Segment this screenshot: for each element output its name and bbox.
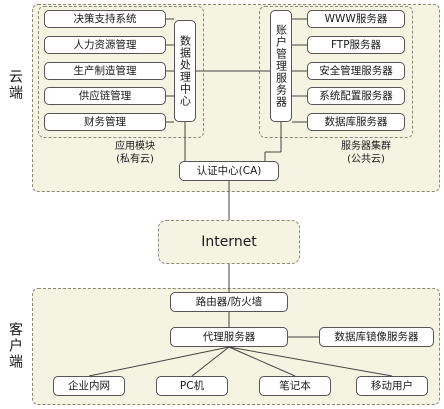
- server-database: 数据库服务器: [307, 113, 405, 131]
- endpoint-pc: PC机: [156, 376, 228, 396]
- app-module-supply-chain: 供应链管理: [44, 87, 166, 105]
- link-proxy-laptop: [228, 346, 296, 377]
- server-caption-line2: (公共云): [347, 154, 385, 165]
- server-system-config: 系统配置服务器: [307, 87, 405, 105]
- server-security: 安全管理服务器: [307, 62, 405, 80]
- link-proxy-intranet: [88, 346, 230, 377]
- app-module-manufacturing: 生产制造管理: [44, 62, 166, 80]
- endpoint-laptop: 笔记本: [259, 376, 331, 396]
- app-module-caption: 应用模块 (私有云): [90, 140, 180, 166]
- router-firewall: 路由器/防火墙: [170, 292, 288, 312]
- database-mirror-server: 数据库镜像服务器: [319, 327, 434, 347]
- server-cluster-caption: 服务器集群 (公共云): [318, 140, 414, 166]
- app-module-finance: 财务管理: [44, 113, 166, 131]
- account-management-server: 账户管理服务器: [270, 10, 292, 122]
- data-processing-center: 数据处理中心: [174, 20, 196, 122]
- client-label: 客户端: [7, 322, 23, 370]
- endpoint-intranet: 企业内网: [53, 376, 125, 396]
- app-module-hr: 人力资源管理: [44, 36, 166, 54]
- proxy-server: 代理服务器: [170, 327, 288, 347]
- server-ftp: FTP服务器: [307, 36, 405, 54]
- app-module-decision-support: 决策支持系统: [44, 10, 166, 28]
- link-proxy-pc: [191, 346, 230, 377]
- app-caption-line2: (私有云): [116, 154, 154, 165]
- app-caption-line1: 应用模块: [115, 141, 155, 152]
- cloud-label: 云端: [7, 69, 23, 101]
- server-caption-line1: 服务器集群: [341, 141, 391, 152]
- server-www: WWW服务器: [307, 10, 405, 28]
- auth-center: 认证中心(CA): [179, 161, 279, 181]
- link-proxy-mobile: [228, 346, 393, 377]
- endpoint-mobile: 移动用户: [356, 376, 428, 396]
- internet-node: Internet: [158, 220, 300, 264]
